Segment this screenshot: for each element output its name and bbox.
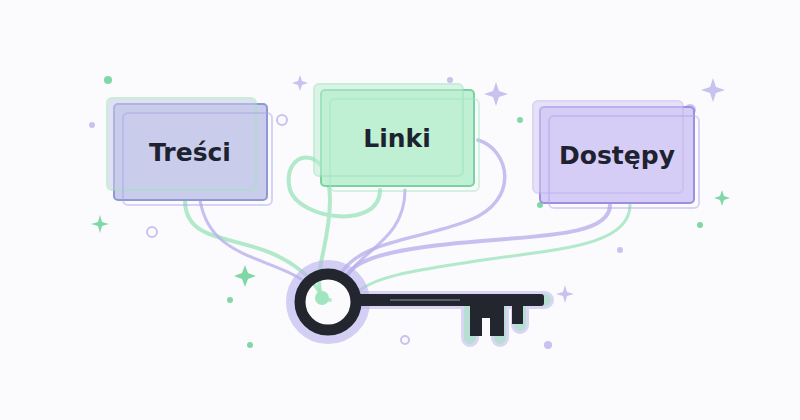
box-label: Linki [363, 124, 431, 153]
content-box: Treści [113, 103, 268, 201]
box-label: Dostępy [559, 141, 675, 170]
key [300, 274, 544, 336]
sparkles [89, 75, 730, 349]
strand [200, 200, 310, 285]
strand [345, 205, 610, 280]
content-box: Dostępy [539, 106, 695, 204]
strand [360, 205, 630, 290]
box-label: Treści [149, 138, 231, 167]
content-box: Linki [320, 89, 475, 187]
